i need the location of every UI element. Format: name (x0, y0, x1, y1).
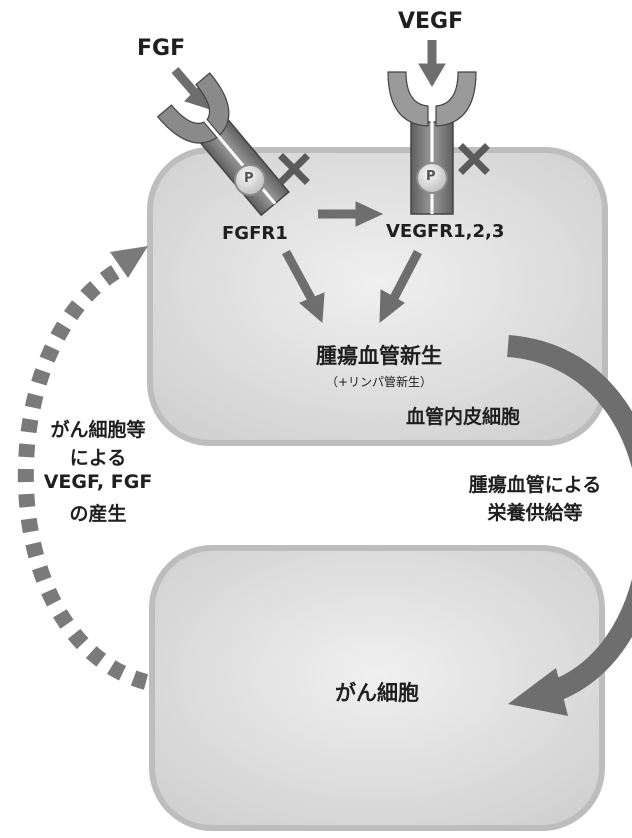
vegfr-phospho-circle (416, 162, 448, 194)
production-label-line2: による (69, 447, 127, 469)
fgfr-to-vegfr-arrow (318, 201, 384, 227)
vegfr-inhibition-cross (458, 143, 490, 175)
vegfr-phospho-label: P (426, 169, 436, 184)
endothelial-cell-shape (147, 147, 608, 446)
nutrient-supply-arrow (506, 335, 632, 716)
fgfr1-phospho-circle (234, 164, 266, 196)
angiogenesis-title: 腫瘍血管新生 (316, 344, 442, 368)
angiogenesis-subtitle: （+リンパ管新生） (325, 375, 433, 389)
vegf-arrow (418, 40, 446, 87)
fgfr1-phospho-label: P (244, 171, 254, 186)
production-label-line1: がん細胞等 (50, 419, 146, 441)
nutrient-supply-label-line1: 腫瘍血管による (468, 474, 602, 496)
vegfr-label: VEGFR1,2,3 (386, 221, 505, 242)
fgfr1-label: FGFR1 (222, 223, 288, 244)
fgfr1-receptor (156, 72, 290, 217)
fgfr-to-angiogenesis-arrow (282, 249, 325, 324)
vegfr-to-angiogenesis-arrow (379, 249, 422, 324)
production-label-line3: VEGF, FGF (43, 471, 153, 493)
cancer-cell-label: がん細胞 (335, 681, 419, 705)
cancer-cell-shape (149, 545, 605, 831)
production-label-line4: の産生 (69, 503, 127, 525)
fgfr1-inhibition-cross (278, 153, 310, 185)
fgf-label: FGF (137, 36, 186, 61)
growth-factor-production-arrow (17, 246, 149, 690)
endothelial-cell-label: 血管内皮細胞 (406, 406, 521, 428)
nutrient-supply-label-line2: 栄養供給等 (487, 502, 583, 524)
vegf-label: VEGF (398, 9, 464, 34)
